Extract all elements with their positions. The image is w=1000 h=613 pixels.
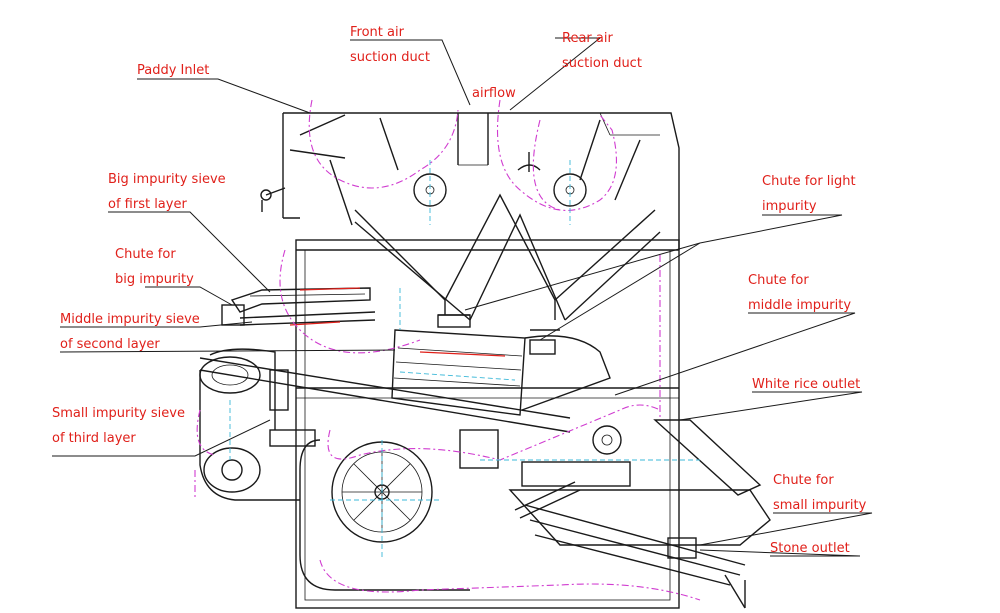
label-middle-sieve-line2: of second layer	[60, 337, 160, 352]
label-big-sieve-line2: of first layer	[108, 197, 187, 212]
label-chute-light-line1: Chute for light	[762, 174, 856, 189]
machine-drawing	[194, 99, 771, 609]
label-front-air-line2: suction duct	[350, 50, 430, 65]
label-chute-middle-line2: middle impurity	[748, 298, 851, 313]
label-small-sieve-line1: Small impurity sieve	[52, 406, 185, 421]
label-stone-outlet: Stone outlet	[770, 541, 850, 556]
leader-lines	[52, 37, 873, 557]
hopper-housing	[260, 112, 680, 355]
centre-lines	[229, 160, 700, 560]
label-chute-big-line2: big impurity	[115, 272, 194, 287]
label-rear-air-line2: suction duct	[562, 56, 642, 71]
label-paddy-inlet: Paddy Inlet	[137, 63, 209, 78]
label-chute-big-line1: Chute for	[115, 247, 176, 262]
lower-assembly	[299, 419, 771, 609]
label-chute-middle-line1: Chute for	[748, 273, 809, 288]
label-rear-air-line1: Rear air	[562, 31, 613, 46]
label-chute-light-line2: impurity	[762, 199, 817, 214]
main-frame	[295, 239, 680, 609]
sieve-layers	[199, 287, 611, 433]
label-airflow: airflow	[472, 86, 516, 101]
label-chute-small-line1: Chute for	[773, 473, 834, 488]
label-small-sieve-line2: of third layer	[52, 431, 136, 446]
label-chute-small-line2: small impurity	[773, 498, 867, 513]
label-white-rice-outlet: White rice outlet	[752, 377, 860, 392]
left-pulleys	[199, 348, 316, 501]
airflow-path	[194, 99, 701, 601]
label-big-sieve-line1: Big impurity sieve	[108, 172, 226, 187]
label-front-air-line1: Front air	[350, 25, 405, 40]
labels: Paddy Inlet Front air suction duct Rear …	[52, 25, 867, 556]
label-middle-sieve-line1: Middle impurity sieve	[60, 312, 200, 327]
